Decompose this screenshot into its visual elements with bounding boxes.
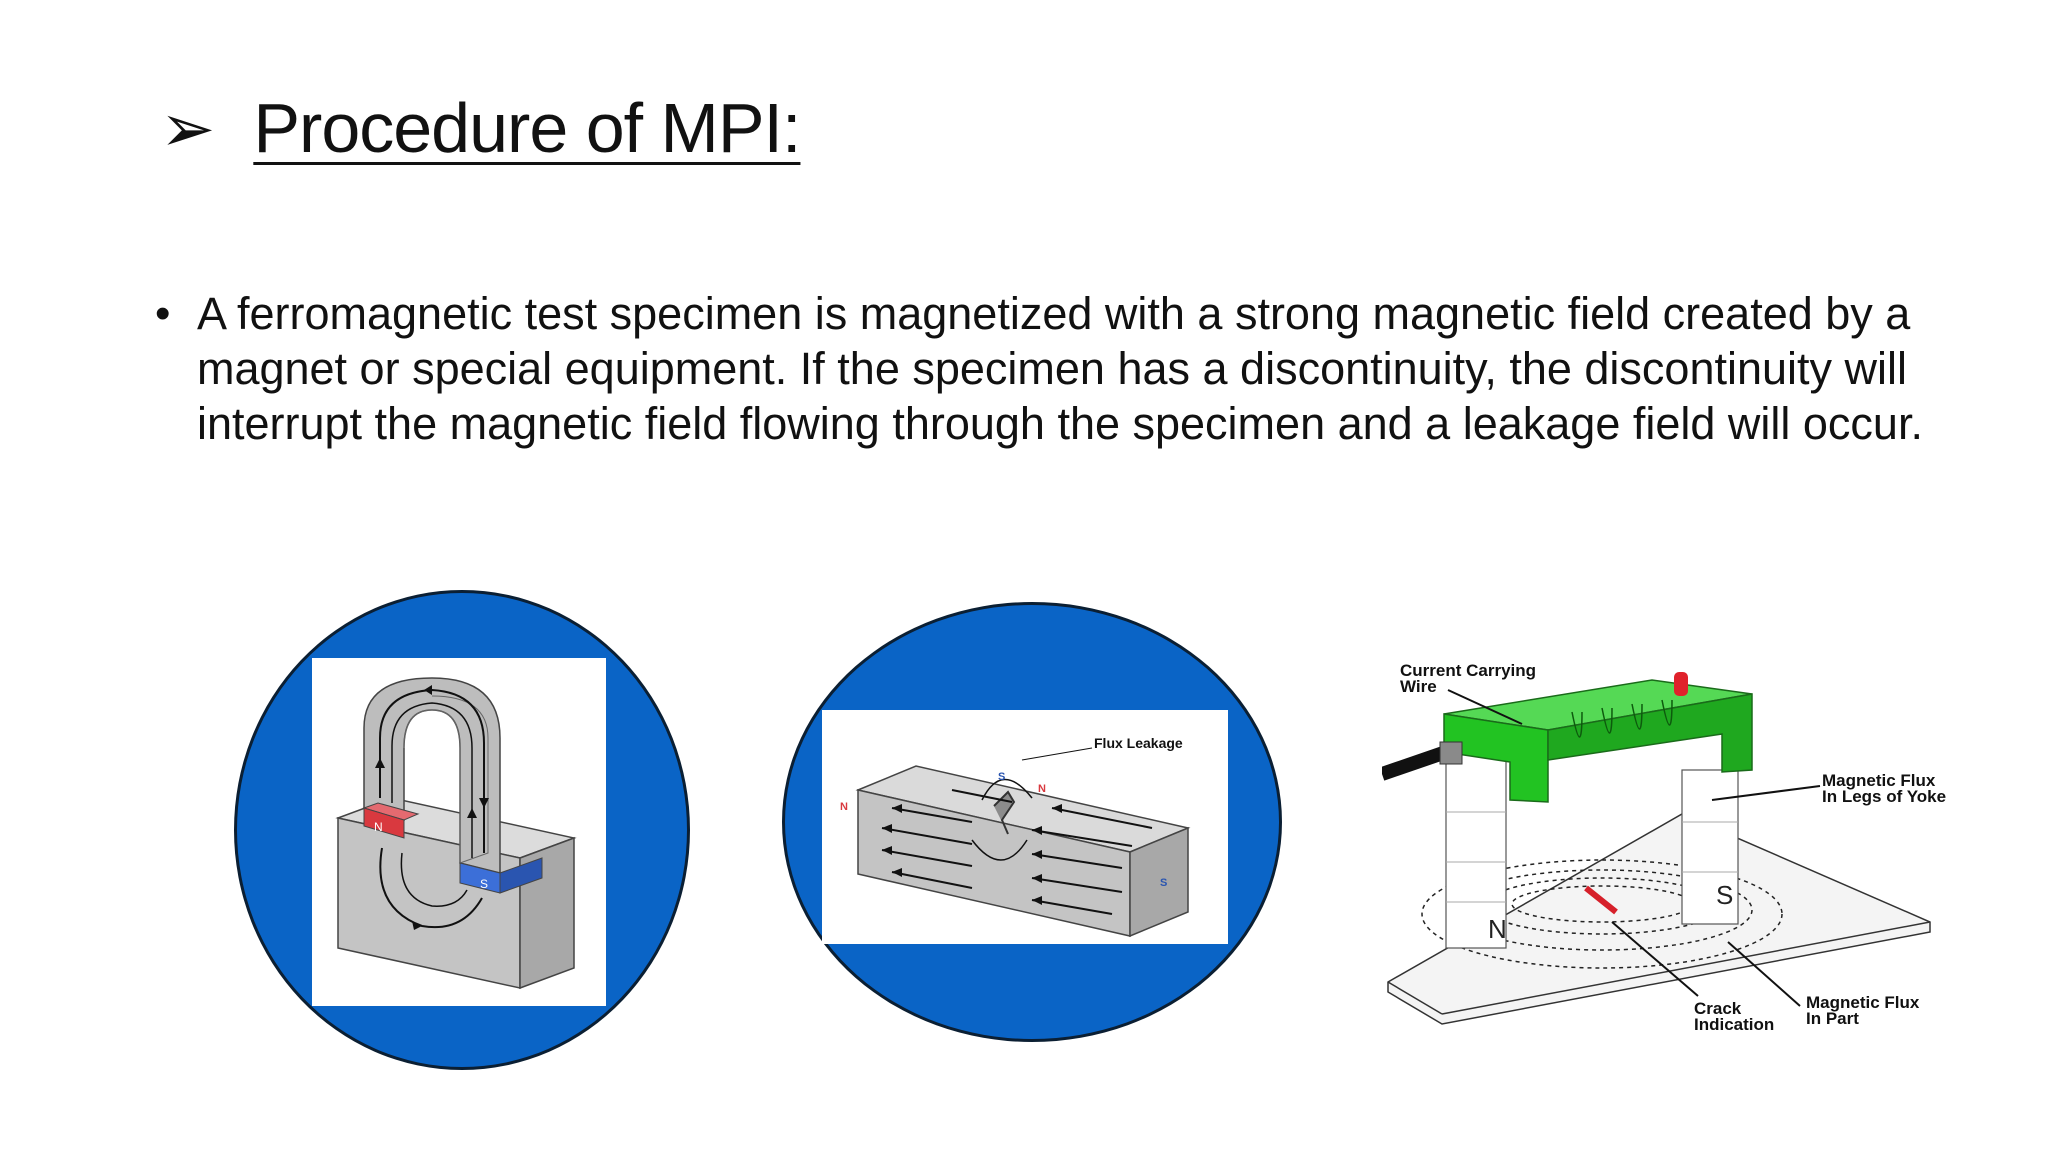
flux-leakage-illustration: N S N S Flux Leakage — [840, 735, 1191, 938]
figure1-pole-n: N — [374, 820, 383, 834]
figure3-label-wire-line2: Wire — [1400, 677, 1437, 696]
figure3-pole-s: S — [1716, 880, 1733, 910]
figure3-label-part-line1: Magnetic Flux — [1806, 993, 1920, 1012]
horseshoe-magnet-illustration: N S — [335, 677, 577, 990]
bullet-text: A ferromagnetic test specimen is magneti… — [196, 288, 1923, 449]
figure2-pole-n-left: N — [840, 801, 848, 813]
bullet-dot-icon: • — [155, 289, 171, 338]
figure1-inset: N S — [312, 658, 606, 1006]
bullet-point: • A ferromagnetic test specimen is magne… — [155, 286, 1955, 451]
figure2-pole-n-top: N — [1038, 783, 1046, 795]
figure3-label-yoke-line2: In Legs of Yoke — [1822, 787, 1946, 806]
title-arrow-icon: ➢ — [160, 91, 216, 165]
title-row: ➢ Procedure of MPI: — [160, 88, 801, 168]
figure-horseshoe-magnet: N S — [234, 590, 690, 1070]
slide-title: Procedure of MPI: — [253, 89, 801, 167]
figure-yoke: N S Current Carrying Wire Magnetic Flux … — [1379, 652, 1980, 1044]
figure-flux-leakage: N S N S Flux Leakage — [782, 602, 1282, 1042]
figure3-label-crack-line2: Indication — [1694, 1015, 1774, 1034]
figure3-label-crack-line1: Crack — [1694, 999, 1742, 1018]
figure2-pole-s-top: S — [998, 771, 1005, 783]
figure1-pole-s: S — [480, 877, 488, 891]
crack-indication-mark — [1584, 885, 1618, 915]
figure3-label-part-line2: In Part — [1806, 1009, 1859, 1028]
figure3-label-yoke-line1: Magnetic Flux — [1822, 771, 1936, 790]
yoke-illustration: N S Current Carrying Wire Magnetic Flux … — [1379, 661, 1946, 1034]
figure3-pole-n: N — [1488, 914, 1507, 944]
figure2-flux-leakage-label: Flux Leakage — [1094, 735, 1183, 751]
figure2-pole-s-end: S — [1160, 877, 1167, 889]
figure2-inset: N S N S Flux Leakage — [822, 710, 1228, 944]
figure3-label-wire-line1: Current Carrying — [1400, 661, 1536, 680]
